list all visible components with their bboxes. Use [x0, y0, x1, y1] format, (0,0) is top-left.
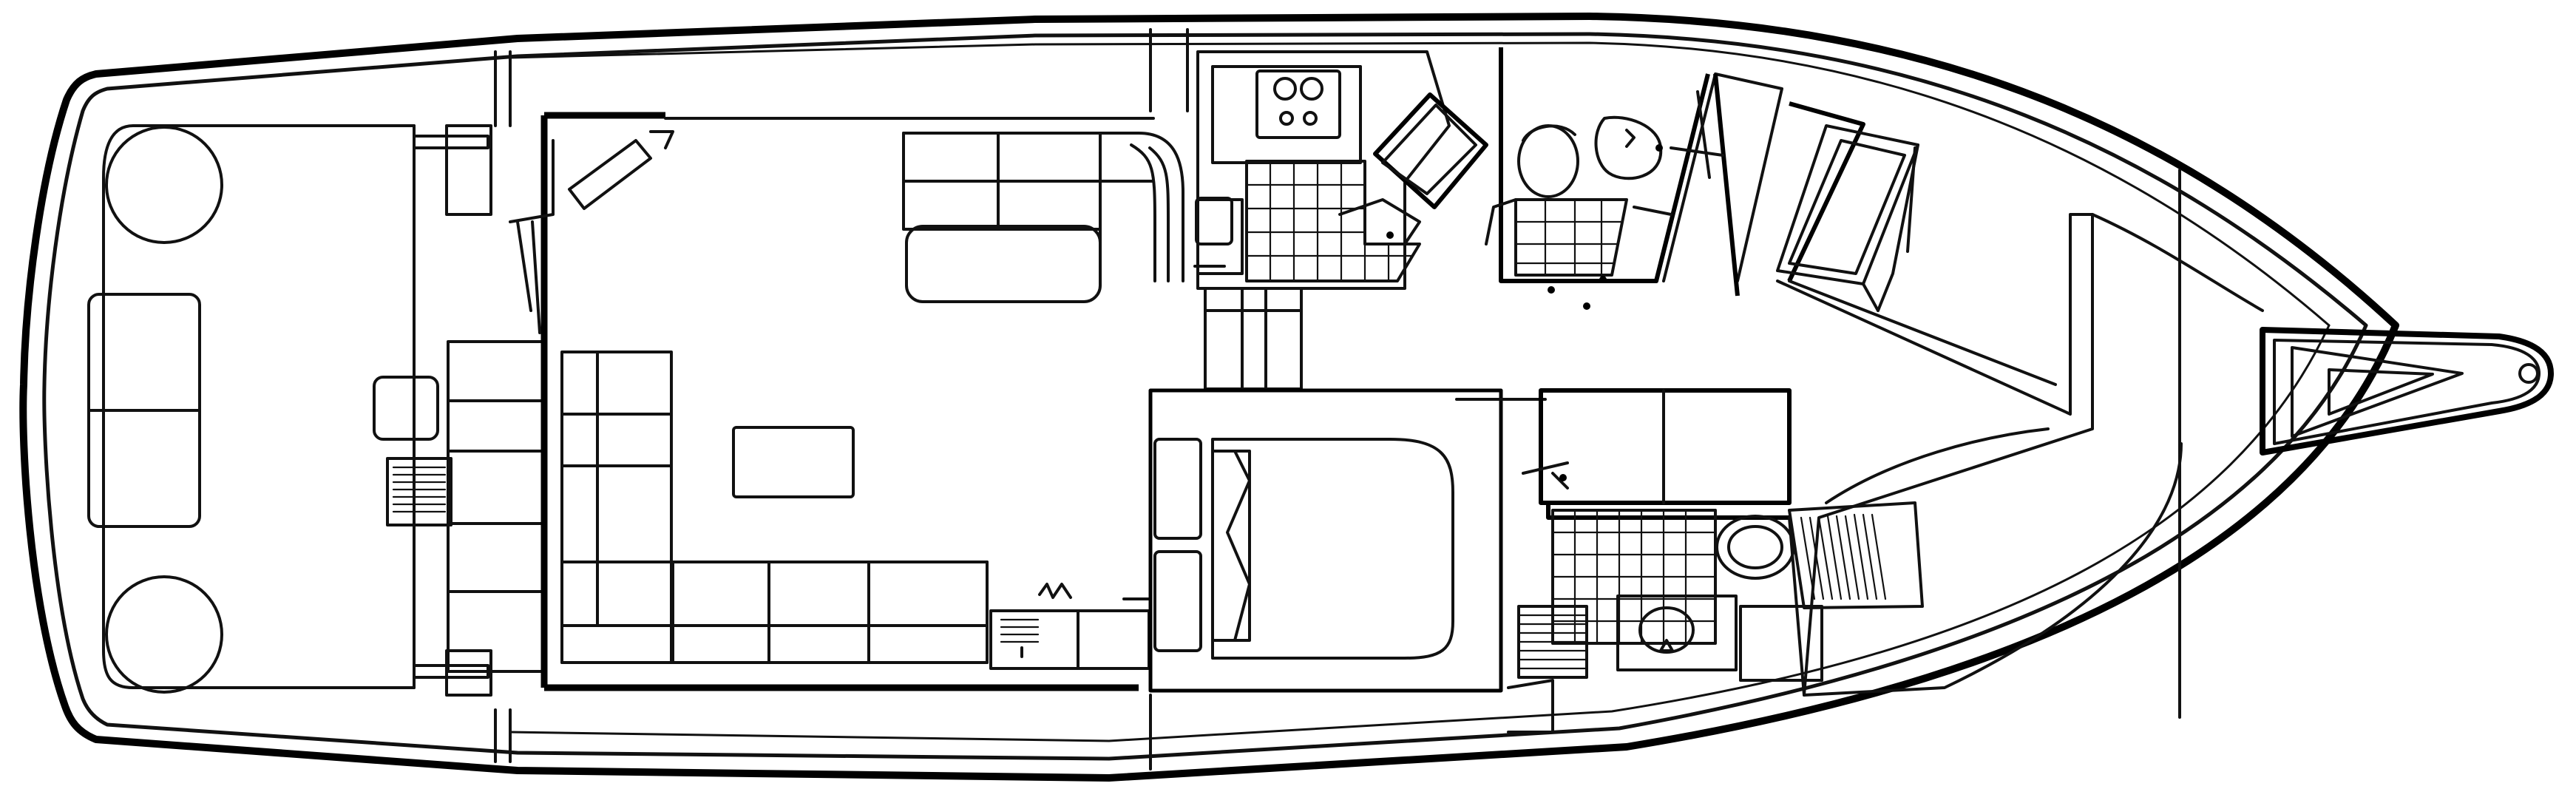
- dinette-settee: [902, 132, 1184, 303]
- toilet-seat: [1522, 124, 1576, 142]
- bed-side-cushion: [1153, 438, 1202, 540]
- helm-console: [989, 583, 1150, 670]
- bow-pulpit: [2260, 327, 2554, 456]
- bed-side-cushion: [1153, 550, 1202, 652]
- aft-head-stairs: [1517, 605, 1588, 679]
- bulkhead-seat-unit: [447, 340, 547, 673]
- sliding-door-leaf: [509, 139, 555, 223]
- door-swing: [531, 220, 541, 334]
- galley-sink: [1195, 197, 1233, 245]
- locker-panel: [1906, 146, 1916, 253]
- side-deck-line-upper: [509, 41, 2331, 327]
- head-door: [1633, 206, 1672, 216]
- companionway-steps: [1204, 287, 1303, 390]
- vanity-sink: [1594, 115, 1663, 180]
- cockpit: [87, 124, 547, 697]
- galley: [1193, 50, 1488, 290]
- cooktop: [1255, 70, 1341, 139]
- coffee-table: [732, 426, 855, 498]
- forward-locker: [1662, 72, 1783, 297]
- salon-corner: [649, 130, 674, 149]
- cooler-box: [373, 376, 439, 441]
- cockpit-coaming: [102, 124, 416, 689]
- aft-door-swing: [1522, 461, 1569, 475]
- galley-tile-floor: [1245, 160, 1421, 282]
- deck-fittings: [1386, 144, 1663, 481]
- bed-pillows: [1211, 450, 1251, 642]
- aft-door: [1507, 679, 1554, 734]
- aft-cabinet: [1739, 605, 1823, 682]
- forward-stairs: [1788, 501, 1924, 609]
- aft-vanity: [1616, 595, 1738, 671]
- galley-appliance: [1373, 92, 1488, 209]
- aft-step-top: [413, 135, 489, 149]
- salon-sofa: [560, 350, 989, 664]
- aft-head: [1507, 388, 1823, 734]
- galley-door-swing: [1338, 198, 1421, 245]
- head-door-swing: [1485, 198, 1517, 245]
- galley-counter: [1196, 198, 1244, 275]
- hull-inner-outline: [42, 32, 2368, 761]
- berth-edge: [1825, 427, 2050, 504]
- aft-toilet-bowl: [1727, 525, 1783, 569]
- hull-outer-outline: [19, 13, 2399, 782]
- aft-door-latch: [1551, 472, 1569, 490]
- transom-locker-top: [445, 124, 492, 216]
- tv-cabinet: [568, 139, 652, 210]
- side-deck-line-lower: [509, 324, 2331, 742]
- forward-stateroom: [1776, 101, 2264, 697]
- bed: [1211, 438, 1454, 660]
- locker-door: [1696, 90, 1711, 179]
- forward-head: [1485, 47, 1710, 283]
- round-seat-bottom: [105, 575, 223, 694]
- head-tile-floor: [1514, 198, 1628, 277]
- cockpit-stairs: [386, 457, 453, 526]
- faucet: [1625, 129, 1636, 148]
- round-seat-top: [105, 126, 223, 244]
- v-berth: [1776, 213, 2183, 697]
- guest-stateroom: [1148, 388, 1547, 693]
- aft-step-bottom: [413, 664, 489, 679]
- hull: [19, 13, 2399, 782]
- salon-bulkhead: [509, 112, 1155, 691]
- door-swing: [516, 220, 532, 312]
